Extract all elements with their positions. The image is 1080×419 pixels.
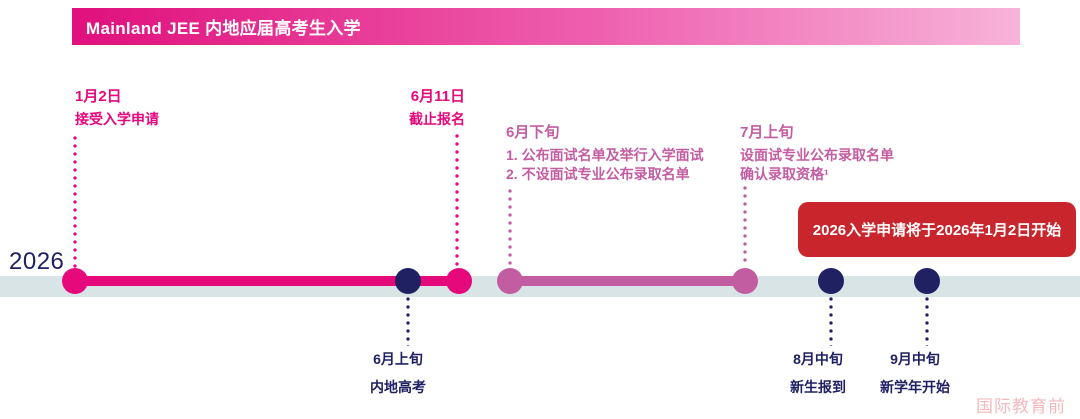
event-admission-announcement: 7月上旬 设面试专业公布录取名单 确认录取资格¹ bbox=[740, 123, 894, 184]
event-description: 接受入学申请 bbox=[75, 110, 159, 127]
event-description-line2: 2. 不设面试专业公布录取名单 bbox=[506, 166, 690, 182]
event-application-open: 1月2日 接受入学申请 bbox=[75, 87, 159, 128]
event-label: 新学年开始 bbox=[880, 379, 950, 395]
segment-admission-period bbox=[510, 276, 745, 286]
event-date: 1月2日 bbox=[75, 88, 122, 105]
event-description-line2: 确认录取资格¹ bbox=[740, 166, 829, 182]
header-banner: Mainland JEE 内地应届高考生入学 bbox=[72, 8, 1020, 45]
connector-admission-announcement bbox=[743, 185, 747, 266]
event-application-deadline: 6月11日 截止报名 bbox=[325, 87, 465, 128]
dot-registration bbox=[818, 268, 844, 294]
notice-badge-text: 2026入学申请将于2026年1月2日开始 bbox=[812, 222, 1062, 239]
connector-application-open bbox=[73, 135, 77, 269]
event-date: 6月11日 bbox=[410, 88, 465, 105]
dot-interview-start bbox=[497, 268, 523, 294]
event-registration: 8月中旬 新生报到 bbox=[753, 349, 883, 397]
event-description-line1: 1. 公布面试名单及举行入学面试 bbox=[506, 146, 704, 163]
page-title: Mainland JEE 内地应届高考生入学 bbox=[86, 19, 361, 38]
event-date: 9月中旬 bbox=[890, 351, 940, 367]
dot-application-deadline bbox=[446, 268, 472, 294]
dot-gaokao bbox=[395, 268, 421, 294]
dot-admission-confirm bbox=[732, 268, 758, 294]
event-label: 内地高考 bbox=[370, 379, 426, 395]
connector-gaokao bbox=[406, 296, 410, 346]
event-label: 新生报到 bbox=[790, 379, 846, 395]
event-date: 6月上旬 bbox=[373, 351, 423, 367]
event-description: 截止报名 bbox=[409, 110, 465, 127]
event-date: 8月中旬 bbox=[793, 351, 843, 367]
event-academic-year-start: 9月中旬 新学年开始 bbox=[850, 349, 980, 397]
notice-badge: 2026入学申请将于2026年1月2日开始 bbox=[798, 202, 1076, 257]
dot-application-open bbox=[62, 268, 88, 294]
connector-interview-period bbox=[508, 188, 512, 266]
event-date: 7月上旬 bbox=[740, 124, 794, 141]
event-date: 6月下旬 bbox=[506, 124, 560, 141]
year-label: 2026 bbox=[9, 248, 65, 275]
event-gaokao: 6月上旬 内地高考 bbox=[333, 349, 463, 397]
dot-academic-year-start bbox=[914, 268, 940, 294]
event-interview-period: 6月下旬 1. 公布面试名单及举行入学面试 2. 不设面试专业公布录取名单 bbox=[506, 123, 704, 184]
connector-academic-year-start bbox=[925, 296, 929, 346]
connector-application-deadline bbox=[455, 133, 459, 266]
connector-registration bbox=[829, 296, 833, 346]
segment-application-period bbox=[75, 276, 459, 286]
watermark: 国际教育前线 bbox=[976, 397, 1066, 416]
event-description-line1: 设面试专业公布录取名单 bbox=[740, 146, 894, 163]
